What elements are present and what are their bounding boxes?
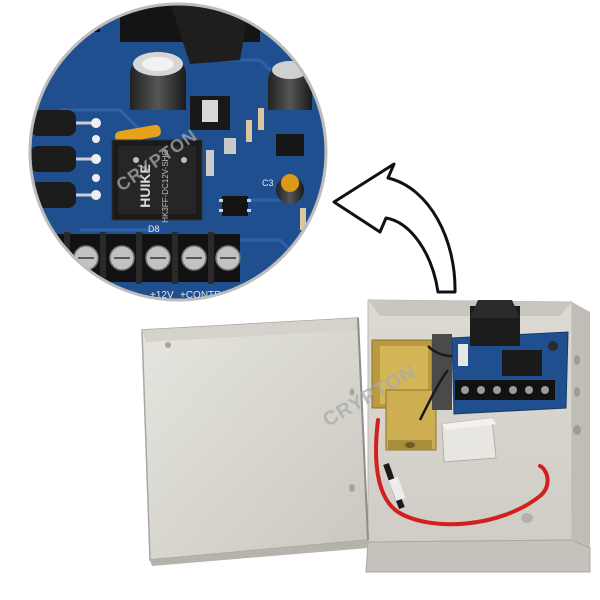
board-label-12v: +12V bbox=[150, 290, 174, 301]
transformer bbox=[371, 334, 452, 451]
mini-pcb bbox=[451, 300, 569, 415]
board-label-c3: C3 bbox=[262, 178, 274, 188]
relay: HUIKE HK3FF-DC12V-SHG bbox=[111, 139, 203, 223]
curved-arrow-icon bbox=[332, 162, 457, 294]
relay-model-text: HK3FF-DC12V-SHG bbox=[161, 149, 170, 222]
relay-brand-text: HUIKE bbox=[137, 164, 153, 208]
board-label-d8: D8 bbox=[148, 224, 160, 234]
enclosure bbox=[141, 299, 591, 573]
board-label-control: +CONTROL bbox=[180, 290, 235, 301]
magnified-inset: HUIKE HK3FF-DC12V-SHG C3 D8 bbox=[28, 2, 328, 302]
